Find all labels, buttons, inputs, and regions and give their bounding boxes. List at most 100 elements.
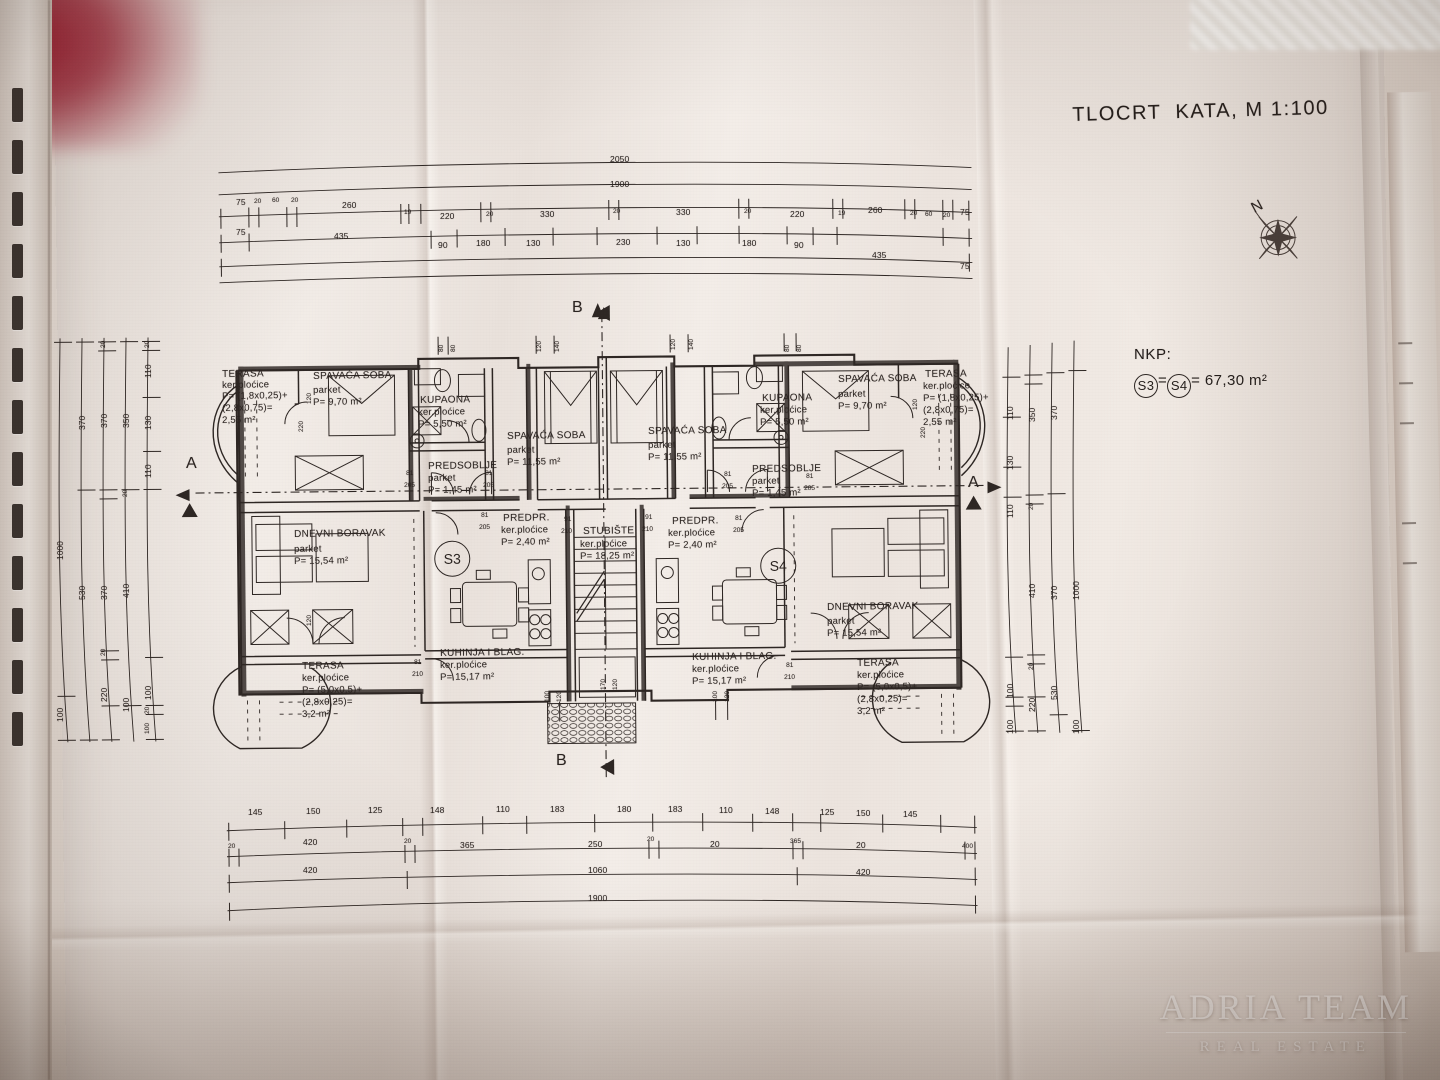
white-fabric-blur xyxy=(1190,0,1440,50)
dim-overall-outer-top: 2050 xyxy=(610,154,630,164)
room-label-terasa-left-top: TERASA xyxy=(222,368,264,380)
dim-top-b-5: 230 xyxy=(616,237,631,247)
section-line-a xyxy=(195,484,988,494)
dim-right-410: 410 xyxy=(1027,583,1037,598)
dim-left-130: 130 xyxy=(143,415,153,430)
dim-right-350: 350 xyxy=(1027,407,1037,422)
dim-right-110-a: 110 xyxy=(1005,406,1015,420)
room-finish-kuhinja-right: ker.ploćice xyxy=(691,663,740,675)
dim-top-a-6: 220 xyxy=(440,211,455,221)
room-finish-kuhinja-left: ker.ploćice xyxy=(439,659,488,671)
dim-top-a-9: 20 xyxy=(613,208,621,215)
dim-top-a-4: 260 xyxy=(342,200,357,210)
dim-top-b-9: 435 xyxy=(872,250,887,260)
dim-top-b-0: 75 xyxy=(236,227,246,237)
stair-opening-4: 210 xyxy=(642,525,654,533)
section-a-arrows xyxy=(181,495,982,518)
dim-overall-inner-top: 1900 xyxy=(610,179,630,189)
dim-top-a-12: 220 xyxy=(790,209,805,219)
bottom-tick-100-b: 100 xyxy=(712,690,719,702)
dim-right-220: 220 xyxy=(1027,697,1037,712)
dim-top-a-15: 20 xyxy=(910,210,918,217)
room-finish-spavaca-center-left: parket xyxy=(506,444,535,456)
dim-left-350: 350 xyxy=(121,413,131,428)
room-finish-dnevni-left: parket xyxy=(293,543,322,555)
room-label-dnevni-left: DNEVNI BORAVAK xyxy=(294,527,386,540)
dim-bot-a-4: 110 xyxy=(496,804,510,814)
dim-left-100-b: 100 xyxy=(121,697,131,712)
room-area-expr1-terasa-left-top: P= (1,8x0,25)+ xyxy=(221,390,288,402)
room-area-expr1-terasa-right-top: P= (1,8x0,25)+ xyxy=(922,392,989,404)
right-balcony-arc xyxy=(958,377,986,477)
room-area-kuhinja-right: P= 15,17 m² xyxy=(691,675,747,687)
room-finish-spavaca-left: parket xyxy=(312,384,341,396)
dim-bot-a-0: 145 xyxy=(248,807,263,817)
watermark-plate xyxy=(1096,980,1426,1066)
dim-top-a-1: 20 xyxy=(254,198,262,205)
room-label-kupaona-left: KUPAONA xyxy=(420,394,471,406)
dim-right-20-a: 20 xyxy=(1028,502,1035,510)
dim-bot-c-2: 420 xyxy=(856,867,871,877)
door-width-5: 81 xyxy=(806,472,814,480)
dim-top-a-18: 75 xyxy=(960,207,970,217)
room-area-predpr-left: P= 2,40 m² xyxy=(500,536,550,548)
room-finish-spavaca-right: parket xyxy=(837,388,866,400)
room-area-terasa-left-bottom: 3,2 m² xyxy=(301,708,331,720)
room-area-kupaona-left: P= 5,50 m² xyxy=(417,418,467,430)
room-area-dnevni-left: P= 15,54 m² xyxy=(293,555,349,567)
dim-right-370-a: 370 xyxy=(1049,405,1059,420)
door-height-8: 210 xyxy=(784,673,796,681)
dim-right-1000: 1000 xyxy=(1071,581,1081,600)
door-height-5: 205 xyxy=(804,484,816,492)
section-marker-b-bottom: B xyxy=(556,752,568,769)
window-dim-220-bed-right: 220 xyxy=(920,426,927,438)
right-terrace-arc xyxy=(871,659,991,743)
room-area-terasa-right-bottom: 3,2 m² xyxy=(856,705,886,717)
dim-left-20-d: 20 xyxy=(144,340,151,348)
dim-left-110-a: 110 xyxy=(143,364,153,378)
right-furniture xyxy=(655,364,952,646)
room-label-terasa-right-bottom: TERASA xyxy=(857,657,899,669)
dim-top-b-1: 435 xyxy=(334,231,349,241)
dim-left-370-a: 370 xyxy=(77,415,87,430)
dim-bot-b-6: 20 xyxy=(710,839,720,849)
dim-top-b-4: 130 xyxy=(526,238,541,248)
book-binding-edge xyxy=(0,0,52,1080)
room-finish-predsoblje-left: parket xyxy=(427,472,456,484)
left-tick-marks xyxy=(54,340,164,741)
window-dim-120-bed-left: 120 xyxy=(306,392,313,404)
left-terrace-arc xyxy=(212,665,332,750)
room-area-dnevni-right: P= 15,54 m² xyxy=(826,627,882,639)
section-marker-a-right: A xyxy=(968,474,980,491)
dim-right-530: 530 xyxy=(1049,685,1059,700)
door-width-1: 81 xyxy=(406,469,414,477)
dim-right-100-b: 100 xyxy=(1005,719,1015,734)
top-opening-ticks xyxy=(437,333,797,355)
room-label-predpr-left: PREDPR. xyxy=(503,512,550,524)
door-width-3: 81 xyxy=(481,511,489,519)
dim-top-a-11: 20 xyxy=(744,208,752,215)
section-marker-a-left: A xyxy=(186,455,198,472)
left-dimension-lines xyxy=(58,337,157,743)
room-finish-predsoblje-right: parket xyxy=(751,475,780,487)
dim-right-370-b: 370 xyxy=(1049,585,1059,600)
dim-right-100-a: 100 xyxy=(1005,683,1015,698)
top-tick-80-a: 80 xyxy=(438,344,445,352)
room-area-stubiste: P= 18,25 m² xyxy=(579,550,635,562)
top-tick-80-d: 80 xyxy=(796,344,803,352)
dim-bot-b-0: 20 xyxy=(228,843,236,850)
wall-poche xyxy=(238,359,962,702)
dim-left-410: 410 xyxy=(121,583,131,598)
room-area-expr2-terasa-left-top: (2,8x0,75)= xyxy=(221,402,273,414)
section-b-arrows xyxy=(595,305,615,776)
dim-bot-a-8: 110 xyxy=(719,805,733,815)
dim-bot-a-7: 183 xyxy=(668,804,683,814)
stair-opening-1: 91 xyxy=(564,515,572,523)
compass-rose xyxy=(1254,210,1298,260)
room-label-dnevni-right: DNEVNI BORAVAK xyxy=(827,600,919,613)
dim-bot-a-3: 148 xyxy=(430,805,445,815)
legend-area-value: 67,30 m² xyxy=(1204,372,1268,389)
dim-top-a-10: 330 xyxy=(676,207,691,217)
dim-bot-a-10: 125 xyxy=(820,807,835,817)
nkp-value-row: S3=S4= 67,30 m² xyxy=(1134,372,1267,398)
